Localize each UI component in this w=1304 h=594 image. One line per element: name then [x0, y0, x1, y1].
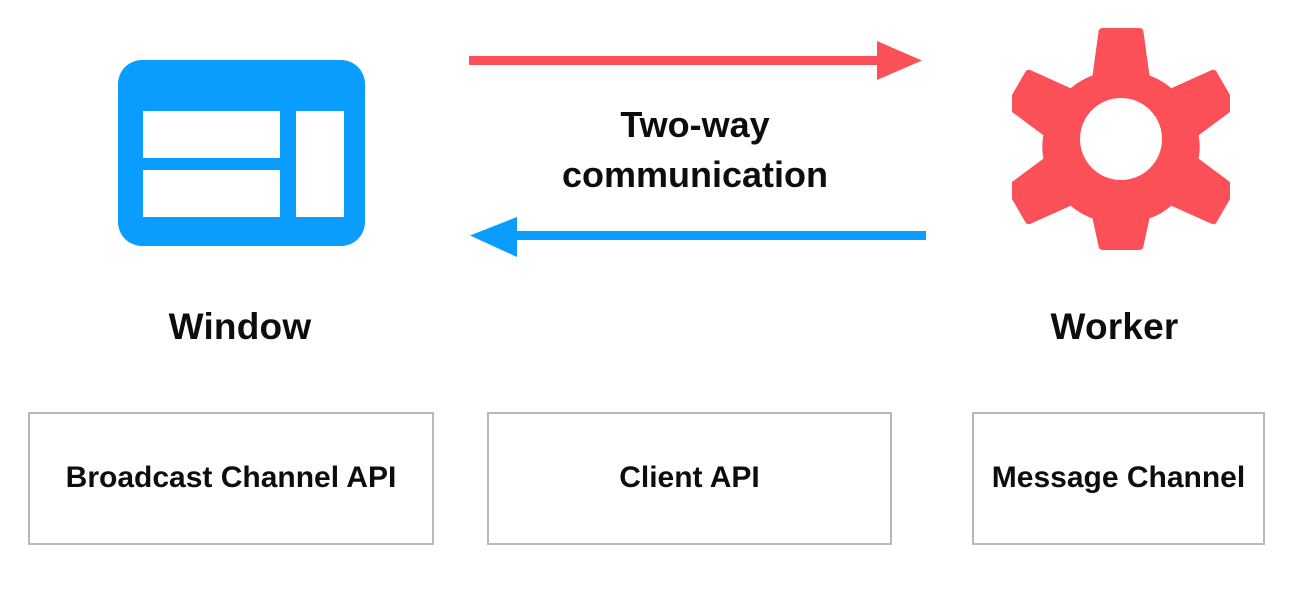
- node-label-window: Window: [168, 306, 312, 347]
- two-way-communication-label: Two-way communication: [455, 100, 935, 199]
- api-box-client-api[interactable]: Client API: [487, 412, 892, 545]
- api-box-message-channel[interactable]: Message Channel: [972, 412, 1265, 545]
- two-way-arrows: [455, 28, 945, 268]
- browser-window-icon: [118, 60, 365, 246]
- api-box-label: Broadcast Channel API: [65, 461, 397, 495]
- node-label-worker: Worker: [1050, 306, 1179, 347]
- api-box-broadcast-channel-api[interactable]: Broadcast Channel API: [28, 412, 434, 545]
- api-box-label: Message Channel: [991, 461, 1246, 495]
- arrow-window-to-worker: [469, 41, 922, 80]
- label-line-2: communication: [561, 153, 829, 195]
- arrow-worker-to-window: [470, 217, 926, 257]
- api-box-label: Client API: [619, 461, 760, 495]
- label-line-1: Two-way: [620, 104, 770, 145]
- gear-icon: [1006, 28, 1236, 250]
